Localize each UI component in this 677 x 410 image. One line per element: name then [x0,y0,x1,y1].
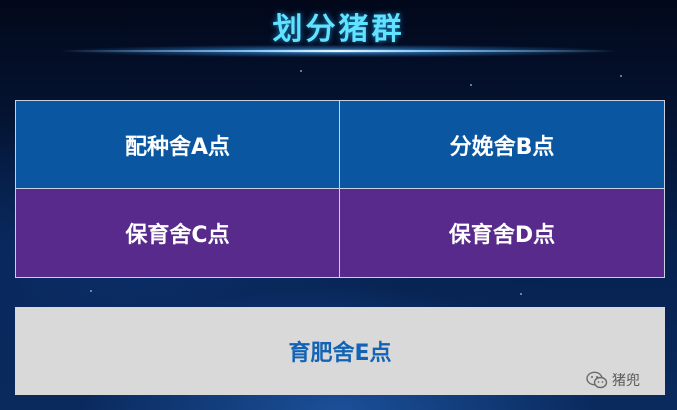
header-divider-line [60,50,617,52]
background-sparkle [90,290,92,292]
watermark: 猪兜 [586,369,640,391]
background-sparkle [520,293,522,295]
group-cell-farrowing-b[interactable]: 分娩舍B点 [340,101,664,189]
group-cell-breeding-a[interactable]: 配种舍A点 [16,101,340,189]
group-cell-finishing-e[interactable]: 育肥舍E点 [15,307,665,395]
pig-group-grid: 配种舍A点 分娩舍B点 保育舍C点 保育舍D点 [15,100,665,278]
group-cell-nursery-d[interactable]: 保育舍D点 [340,189,664,277]
group-cell-finishing-e-label: 育肥舍E点 [288,341,392,366]
background-sparkle [470,84,472,86]
watermark-label: 猪兜 [612,373,640,389]
background-sparkle [620,75,622,77]
background-sparkle [300,70,302,72]
wechat-icon [586,371,608,389]
page-title: 划分猪群 [272,12,405,47]
group-cell-nursery-c[interactable]: 保育舍C点 [16,189,340,277]
